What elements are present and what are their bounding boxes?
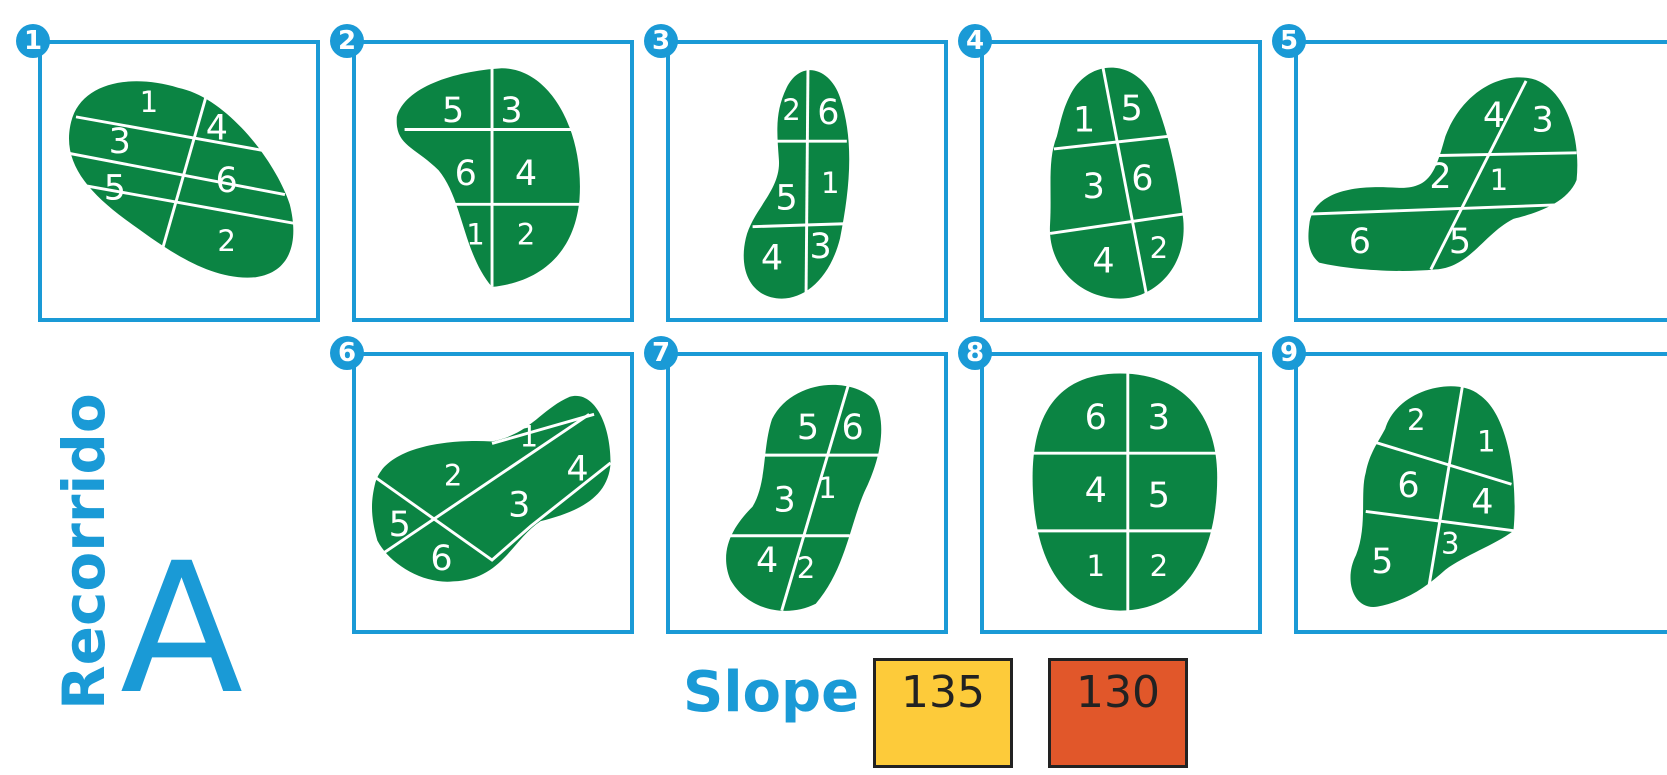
section-label: 6 <box>1085 398 1107 438</box>
section-label: 2 <box>1150 231 1169 265</box>
section-label: 4 <box>566 450 588 490</box>
hole-number-badge: 7 <box>644 336 678 370</box>
section-label: 1 <box>1477 424 1496 458</box>
section-label: 6 <box>430 539 452 579</box>
slope-rating-box: 130 <box>1048 658 1188 768</box>
section-label: 1 <box>1073 101 1095 141</box>
hole-panel-9: 2 1 6 4 5 3 <box>1294 352 1667 634</box>
section-label: 3 <box>1441 526 1460 560</box>
section-label: 1 <box>818 471 837 505</box>
hole-number-badge: 5 <box>1272 24 1306 58</box>
slope-rating-value: 130 <box>1076 667 1160 765</box>
hole-number-badge: 6 <box>330 336 364 370</box>
section-label: 6 <box>1349 222 1371 262</box>
section-label: 2 <box>517 217 536 251</box>
section-label: 5 <box>797 408 819 448</box>
section-label: 6 <box>842 408 864 448</box>
green-diagram: 6 3 4 5 1 2 <box>984 356 1258 630</box>
hole-panel-7: 5 6 3 1 4 2 <box>666 352 948 634</box>
hole-panel-4: 1 5 3 6 4 2 <box>980 40 1262 322</box>
section-label: 2 <box>797 551 816 585</box>
section-label: 5 <box>1449 222 1471 262</box>
hole-number-badge: 1 <box>16 24 50 58</box>
section-label: 3 <box>1083 167 1105 207</box>
section-label: 3 <box>1531 101 1553 141</box>
green-diagram: 5 3 6 4 1 2 <box>356 44 630 318</box>
green-diagram: 5 6 3 1 4 2 <box>670 356 944 630</box>
section-label: 6 <box>817 93 839 133</box>
section-label: 2 <box>782 93 801 127</box>
slope-label: Slope <box>683 660 859 725</box>
section-label: 5 <box>1148 476 1170 516</box>
section-label: 4 <box>1483 96 1505 136</box>
section-label: 5 <box>442 91 464 131</box>
hole-panel-6: 1 2 4 3 5 6 <box>352 352 634 634</box>
green-diagram: 1 4 3 6 5 2 <box>42 44 316 318</box>
route-label: Recorrido <box>50 393 118 710</box>
green-shape <box>1033 373 1218 610</box>
section-label: 4 <box>1471 483 1493 523</box>
section-label: 5 <box>1121 89 1143 129</box>
section-label: 3 <box>508 486 530 526</box>
section-label: 1 <box>520 420 539 454</box>
green-diagram: 2 6 5 1 4 3 <box>670 44 944 318</box>
hole-number-badge: 3 <box>644 24 678 58</box>
section-label: 2 <box>1150 549 1169 583</box>
section-label: 1 <box>1086 549 1105 583</box>
section-label: 1 <box>821 166 840 200</box>
hole-number-badge: 2 <box>330 24 364 58</box>
section-label: 2 <box>444 458 463 492</box>
route-letter: A <box>120 540 243 720</box>
hole-panel-2: 5 3 6 4 1 2 <box>352 40 634 322</box>
green-diagram: 1 5 3 6 4 2 <box>984 44 1258 318</box>
section-label: 1 <box>466 217 485 251</box>
green-diagram: 1 2 4 3 5 6 <box>356 356 630 630</box>
hole-panel-3: 2 6 5 1 4 3 <box>666 40 948 322</box>
hole-number-badge: 9 <box>1272 336 1306 370</box>
hole-number-badge: 8 <box>958 336 992 370</box>
section-label: 1 <box>140 85 159 119</box>
hole-panel-8: 6 3 4 5 1 2 <box>980 352 1262 634</box>
section-label: 4 <box>206 109 228 149</box>
section-label: 5 <box>389 505 411 545</box>
section-label: 3 <box>774 481 796 521</box>
green-diagram: 4 3 2 1 6 5 <box>1298 44 1667 318</box>
slope-rating-box: 135 <box>873 658 1013 768</box>
section-label: 3 <box>809 227 831 267</box>
section-label: 2 <box>217 224 236 258</box>
section-label: 3 <box>109 122 131 162</box>
section-label: 4 <box>1092 242 1114 282</box>
green-diagram: 2 1 6 4 5 3 <box>1298 356 1667 630</box>
green-shape <box>397 68 580 287</box>
section-label: 6 <box>215 161 237 201</box>
section-label: 5 <box>775 178 797 218</box>
slope-rating-value: 135 <box>901 667 985 765</box>
section-label: 4 <box>1085 471 1107 511</box>
hole-panel-5: 4 3 2 1 6 5 <box>1294 40 1667 322</box>
section-label: 6 <box>1397 466 1419 506</box>
section-label: 4 <box>515 154 537 194</box>
section-label: 2 <box>1429 157 1451 197</box>
section-label: 4 <box>756 541 778 581</box>
section-label: 3 <box>500 91 522 131</box>
section-label: 1 <box>1490 163 1509 197</box>
hole-number-badge: 4 <box>958 24 992 58</box>
section-label: 5 <box>1371 542 1393 582</box>
section-label: 4 <box>761 239 783 279</box>
hole-panel-1: 1 4 3 6 5 2 <box>38 40 320 322</box>
section-label: 5 <box>104 169 126 209</box>
section-label: 2 <box>1407 403 1426 437</box>
section-label: 6 <box>1131 159 1153 199</box>
section-label: 6 <box>455 154 477 194</box>
section-label: 3 <box>1148 398 1170 438</box>
